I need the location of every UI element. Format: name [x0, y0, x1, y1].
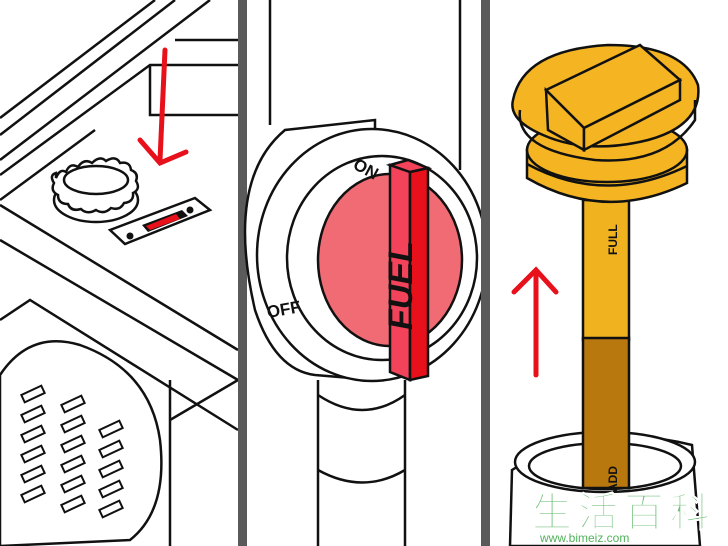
vent-icon: [0, 340, 163, 546]
panel-fuel-valve: ON OFF FUEL: [243, 0, 489, 546]
watermark-char: 科: [670, 490, 710, 536]
panel-divider: [238, 0, 247, 546]
dipstick-label-add: ADD: [606, 466, 620, 492]
watermark-char: 活: [578, 490, 618, 536]
panel-generator: [0, 0, 239, 546]
watermark-char: 生: [532, 490, 572, 536]
panel-dipstick: FULL ADD: [490, 0, 728, 546]
watermark-char: 百: [624, 490, 664, 536]
fuel-lever: FUEL: [382, 158, 433, 382]
dipstick-label-full: FULL: [606, 224, 620, 255]
fuel-cap-icon: [50, 157, 140, 224]
dipstick-cap: [511, 43, 700, 203]
watermark: 生 活 百 科 www.bimeiz.com: [532, 490, 711, 546]
panel-divider: [481, 0, 490, 546]
arrow-down-icon: [137, 47, 189, 167]
watermark-url: www.bimeiz.com: [539, 531, 629, 545]
arrow-up-icon: [511, 266, 559, 378]
fuel-gauge-icon: [107, 196, 213, 246]
lever-label-fuel: FUEL: [382, 241, 420, 330]
dipstick-rod: FULL ADD: [581, 198, 631, 492]
